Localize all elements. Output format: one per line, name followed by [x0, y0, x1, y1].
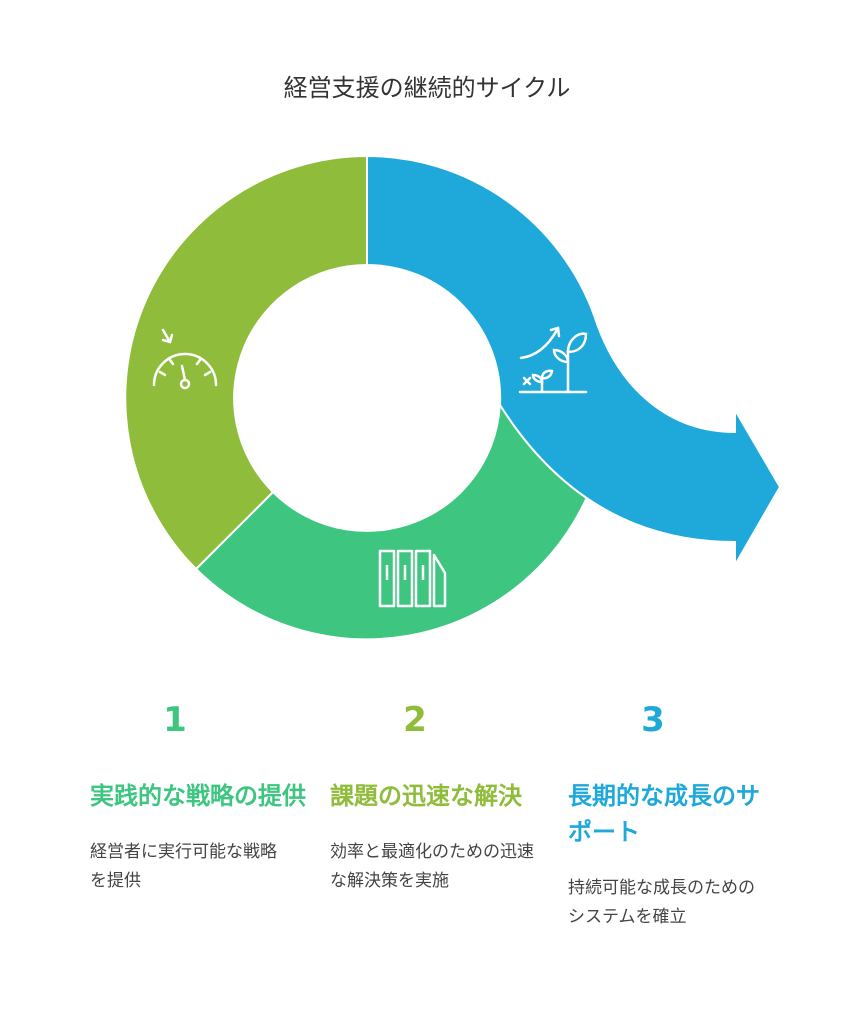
step-3: 3 長期的な成長のサポート 持続可能な成長のためのシステムを確立 [568, 700, 788, 932]
step-number: 2 [403, 700, 427, 740]
segment-olive [124, 154, 368, 571]
step-1: 1 実践的な戦略の提供 経営者に実行可能な戦略を提供 [90, 700, 310, 896]
segment-blue-arrow [366, 154, 782, 569]
step-heading: 課題の迅速な解決 [330, 782, 522, 810]
step-number: 1 [163, 700, 187, 740]
speedometer-icon [152, 328, 218, 390]
step-heading: 実践的な戦略の提供 [90, 782, 306, 810]
segment-green [194, 354, 610, 641]
step-number: 3 [641, 700, 665, 740]
binders-icon [378, 549, 447, 608]
growth-plant-icon [518, 326, 588, 394]
step-heading: 長期的な成長のサポート [568, 782, 760, 846]
step-description: 経営者に実行可能な戦略を提供 [90, 842, 277, 891]
step-description: 持続可能な成長のためのシステムを確立 [568, 878, 755, 927]
step-2: 2 課題の迅速な解決 効率と最適化のための迅速な解決策を実施 [330, 700, 550, 896]
diagram-title: 経営支援の継続的サイクル [283, 74, 571, 102]
step-description: 効率と最適化のための迅速な解決策を実施 [330, 842, 534, 891]
